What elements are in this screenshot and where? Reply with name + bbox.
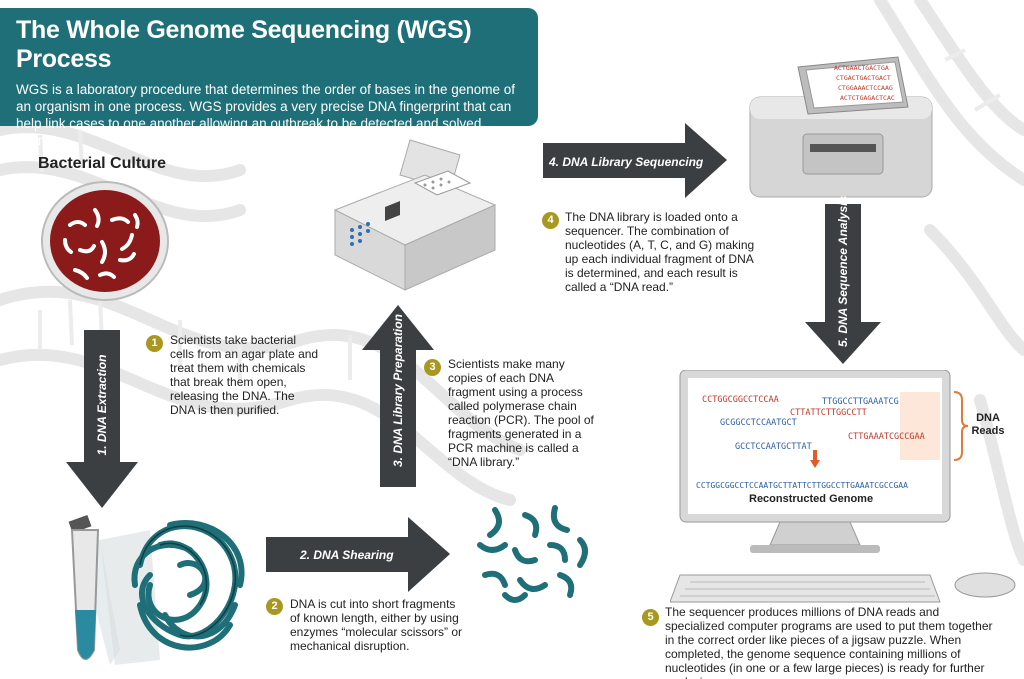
arrow-dna-library-prep	[362, 305, 434, 487]
step-badge-4: 4	[542, 212, 559, 229]
arrow-label-4: 4. DNA Library Sequencing	[549, 155, 704, 169]
arrow-label-1: 1. DNA Extraction	[95, 354, 109, 456]
step-text-5: The sequencer produces millions of DNA r…	[665, 605, 993, 679]
dna-read-4: GCGGCCTCCAATGCT	[720, 418, 797, 428]
arrow-dna-extraction	[66, 330, 138, 508]
dna-fragments-icon	[477, 505, 588, 603]
step-text-4: The DNA library is loaded onto a sequenc…	[565, 210, 755, 294]
sequencer-icon	[749, 56, 933, 198]
screen-seq-line-3: CTGGAAACTCCAAG	[838, 84, 893, 92]
pcr-machine-icon	[333, 139, 497, 291]
dna-read-3: CTTATTCTTGGCCTT	[790, 408, 867, 418]
arrow-label-2: 2. DNA Shearing	[300, 548, 394, 562]
header-banner: The Whole Genome Sequencing (WGS) Proces…	[0, 8, 538, 148]
step-badge-5: 5	[642, 609, 659, 626]
dna-read-6: GCCTCCAATGCTTAT	[735, 442, 812, 452]
petri-dish-icon	[41, 181, 169, 301]
screen-seq-line-2: CTGACTGACTGACT	[836, 74, 891, 82]
arrow-dna-shearing	[266, 517, 450, 592]
reconstructed-genome-seq: CCTGGCGGCCTCCAATGCTTATTCTTGGCCTTGAAATCGC…	[696, 481, 908, 490]
test-tube-icon	[68, 514, 160, 665]
dna-read-2: TTGGCCTTGAAATCG	[822, 397, 899, 407]
step-text-1: Scientists take bacterial cells from an …	[170, 333, 319, 417]
page-title: The Whole Genome Sequencing (WGS) Proces…	[16, 16, 472, 73]
reconstructed-genome-label: Reconstructed Genome	[749, 493, 874, 505]
screen-seq-line-1: ACTGAACTGACTGA	[834, 64, 889, 72]
header-description: WGS is a laboratory procedure that deter…	[16, 82, 516, 148]
step-badge-2: 2	[266, 598, 283, 615]
dna-read-5: CTTGAAATCGCCGAA	[848, 432, 925, 442]
computer-icon	[670, 370, 1016, 603]
arrow-label-3: 3. DNA Library Preparation	[391, 314, 405, 467]
dna-reads-label: DNA Reads	[971, 412, 1005, 437]
step-badge-1: 1	[146, 335, 163, 352]
step-text-2: DNA is cut into short fragments of known…	[290, 597, 463, 653]
dna-read-1: CCTGGCGGCCTCCAA	[702, 395, 779, 405]
culture-label: Bacterial Culture	[38, 155, 167, 172]
arrow-label-5: 5. DNA Sequence Analysis	[836, 195, 850, 347]
arrow-dna-sequence-analysis	[805, 204, 881, 364]
arrow-dna-library-seq	[543, 123, 727, 198]
screen-seq-line-4: ACTCTGAGACTCAC	[840, 94, 895, 102]
step-badge-3: 3	[424, 359, 441, 376]
dna-tangle-icon	[131, 520, 245, 651]
step-text-3: Scientists make many copies of each DNA …	[448, 357, 594, 469]
